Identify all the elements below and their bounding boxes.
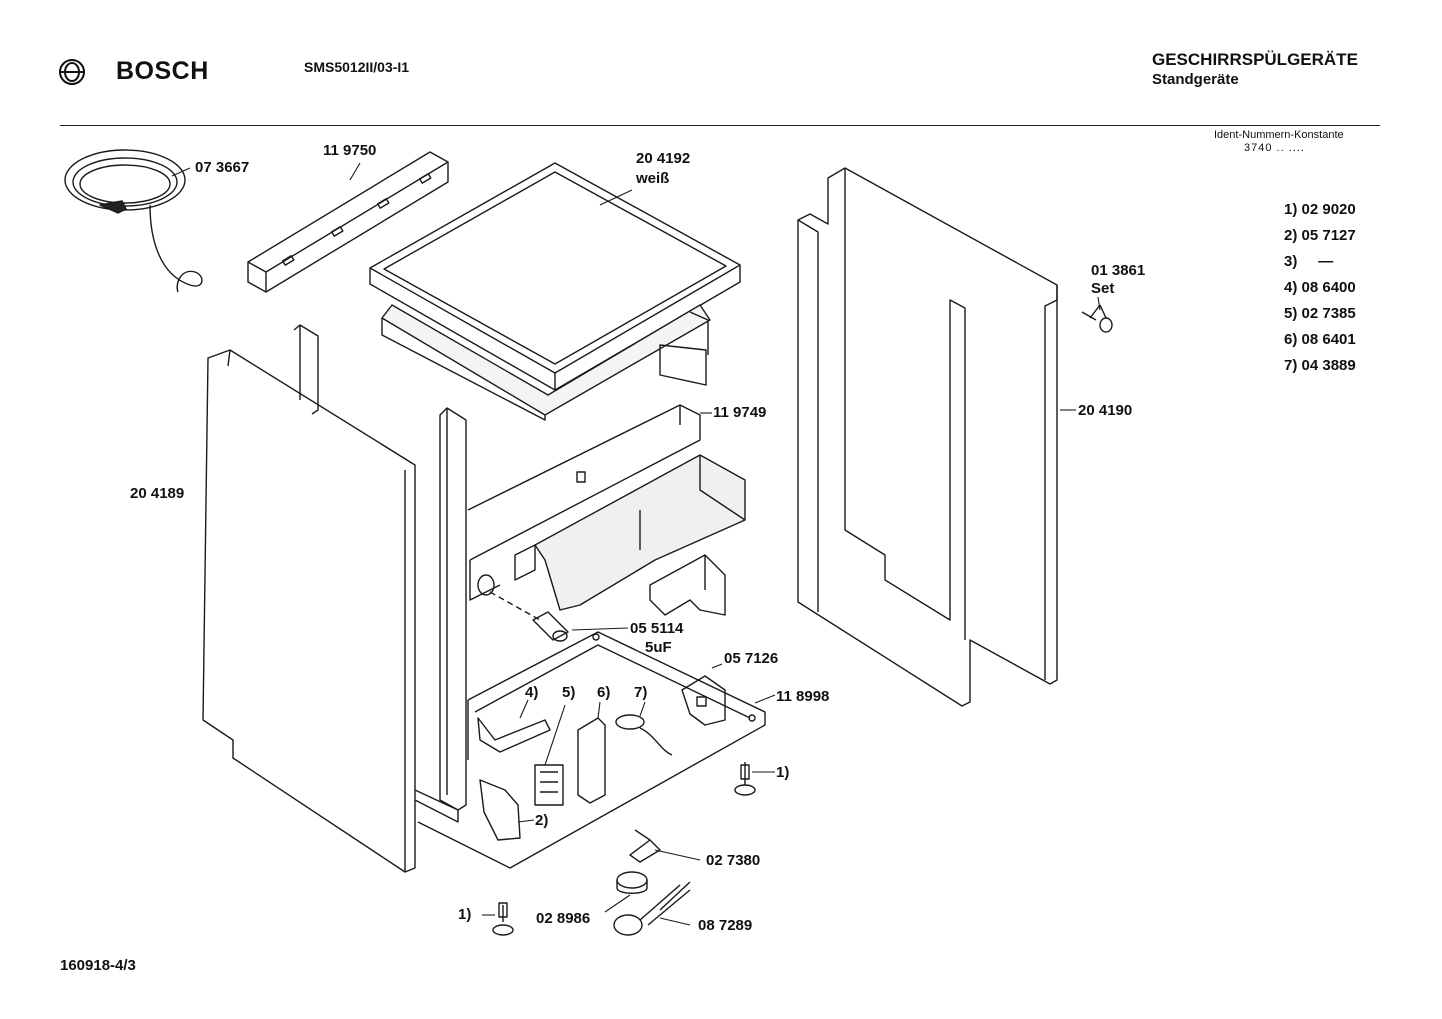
right-side-panel-icon xyxy=(798,168,1057,706)
brand-name: BOSCH xyxy=(116,57,209,85)
ident-code: 3740 .. .... xyxy=(1244,142,1305,154)
footnote-2: 2) 05 7127 xyxy=(1284,227,1356,244)
label-power-cord: 07 3667 xyxy=(195,159,250,176)
foot-left-icon xyxy=(493,903,513,935)
capacitor-icon xyxy=(490,592,568,641)
power-cord-icon xyxy=(65,150,202,292)
bosch-logo-icon xyxy=(58,58,86,91)
label-top-rail: 11 9750 xyxy=(323,142,377,159)
footnote-6: 6) 08 6401 xyxy=(1284,331,1356,348)
label-ref-5: 5) xyxy=(562,684,576,701)
footnote-4: 4) 08 6400 xyxy=(1284,279,1356,296)
foot-right-icon xyxy=(735,762,755,795)
label-worktop-note: weiß xyxy=(636,170,670,187)
label-screw-set-note: Set xyxy=(1091,280,1115,297)
crossbar-icon xyxy=(468,405,745,610)
model-number: SMS5012II/03-I1 xyxy=(304,59,410,75)
part-6-icon xyxy=(578,718,605,803)
footnote-5: 5) 02 7385 xyxy=(1284,305,1356,322)
label-foot-left: 1) xyxy=(458,906,472,923)
label-base-frame: 11 8998 xyxy=(776,688,830,705)
bracket-icon xyxy=(682,676,725,725)
label-bracket: 05 7126 xyxy=(724,650,779,667)
label-sensor: 08 7289 xyxy=(698,917,753,934)
category-title: GESCHIRRSPÜLGERÄTE xyxy=(1152,50,1358,69)
header-divider xyxy=(60,125,1380,126)
label-switch: 02 7380 xyxy=(706,852,761,869)
left-front-rail-icon xyxy=(415,408,466,822)
label-float: 02 8986 xyxy=(536,910,591,927)
part-2-icon xyxy=(480,780,520,840)
worktop-icon xyxy=(370,163,740,420)
label-screw-set: 01 3861 xyxy=(1091,262,1146,279)
left-rear-rail-icon xyxy=(294,325,318,414)
left-side-panel-icon xyxy=(203,350,415,872)
label-ref-4: 4) xyxy=(525,684,539,701)
screw-set-icon xyxy=(1082,305,1112,332)
label-worktop: 20 4192 xyxy=(636,150,691,167)
label-ref-7: 7) xyxy=(634,684,648,701)
label-side-panel-left: 20 4189 xyxy=(130,485,185,502)
part-4-icon xyxy=(478,718,550,752)
category-subtitle: Standgeräte xyxy=(1152,71,1239,88)
base-frame-icon xyxy=(418,632,765,868)
footnote-3: 3) — xyxy=(1284,253,1334,270)
float-icon xyxy=(617,872,647,893)
footnote-1: 1) 02 9020 xyxy=(1284,201,1356,218)
label-capacitor: 05 5114 xyxy=(630,620,684,637)
switch-icon xyxy=(630,830,660,862)
ident-label: Ident-Nummern-Konstante xyxy=(1214,129,1344,141)
part-5-icon xyxy=(535,765,563,805)
label-ref-6: 6) xyxy=(597,684,611,701)
part-7-icon xyxy=(616,715,672,755)
document-number: 160918-4/3 xyxy=(60,957,136,974)
drain-hose-icon xyxy=(650,555,725,615)
label-crossbar: 11 9749 xyxy=(713,404,767,421)
label-ref-2: 2) xyxy=(535,812,549,829)
label-capacitor-note: 5uF xyxy=(645,639,672,656)
label-foot-right: 1) xyxy=(776,764,790,781)
label-side-panel-right: 20 4190 xyxy=(1078,402,1133,419)
sensor-icon xyxy=(614,882,690,935)
footnote-7: 7) 04 3889 xyxy=(1284,357,1356,374)
top-rail-icon xyxy=(248,152,448,292)
